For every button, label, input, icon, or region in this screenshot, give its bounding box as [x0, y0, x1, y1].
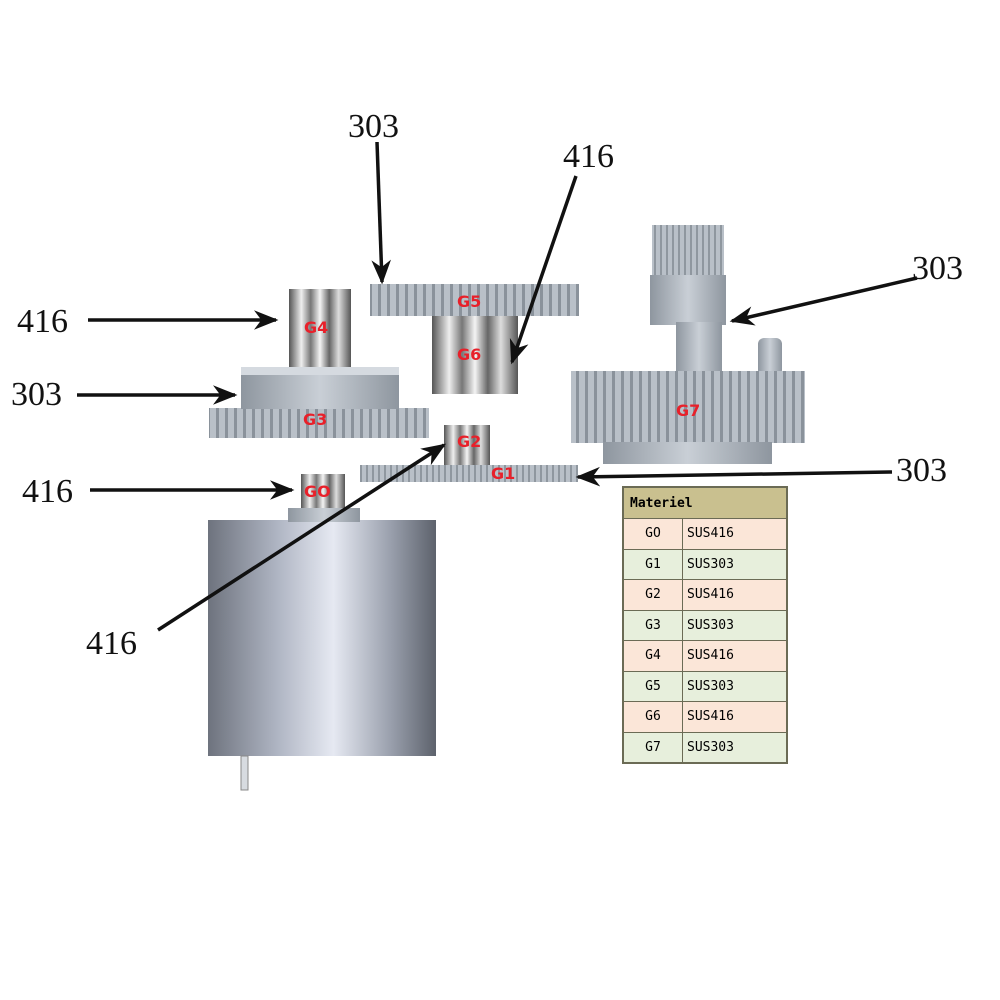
arrow-right-g7	[729, 276, 918, 326]
gear-g2	[444, 425, 490, 465]
label-g3: G3	[303, 410, 327, 429]
material-table-header-row: Materiel	[622, 486, 788, 519]
callout-bottom-g2: 416	[86, 625, 137, 662]
table-cell-gear: G1	[622, 548, 683, 580]
label-g7: G7	[676, 401, 700, 420]
table-cell-material: SUS303	[682, 731, 788, 764]
gear-g6	[432, 316, 518, 394]
callout-arrows	[77, 141, 918, 632]
table-cell-gear: G4	[622, 640, 683, 672]
label-g4: G4	[304, 318, 328, 337]
table-cell-gear: G5	[622, 670, 683, 702]
table-row: G7 SUS303	[622, 731, 788, 764]
motor-shaft	[240, 755, 249, 791]
table-row: G1 SUS303	[622, 548, 788, 580]
label-g0: GO	[304, 482, 331, 501]
callout-top-right-upper: 416	[563, 138, 614, 175]
table-cell-material: SUS416	[682, 701, 788, 733]
material-table-header: Materiel	[622, 486, 788, 519]
motor	[208, 508, 436, 791]
gear-g7	[571, 225, 805, 464]
gear-g3	[209, 367, 429, 438]
arrow-right-g1	[575, 466, 893, 487]
table-row: G5 SUS303	[622, 670, 788, 702]
label-g2: G2	[457, 432, 481, 451]
gear-g4	[289, 289, 351, 367]
label-g6: G6	[457, 345, 481, 364]
table-cell-material: SUS416	[682, 640, 788, 672]
table-cell-gear: G3	[622, 609, 683, 641]
gear-g1	[360, 465, 578, 482]
table-cell-material: SUS303	[682, 670, 788, 702]
table-row: GO SUS416	[622, 518, 788, 550]
table-cell-material: SUS303	[682, 548, 788, 580]
label-g5: G5	[457, 292, 481, 311]
table-row: G4 SUS416	[622, 640, 788, 672]
table-cell-material: SUS303	[682, 609, 788, 641]
table-row: G3 SUS303	[622, 609, 788, 641]
callout-left-g4: 416	[17, 303, 68, 340]
table-row: G2 SUS416	[622, 579, 788, 611]
motor-cap	[288, 508, 360, 522]
table-cell-gear: G2	[622, 579, 683, 611]
table-cell-gear: G7	[622, 731, 683, 764]
table-cell-gear: G6	[622, 701, 683, 733]
table-cell-gear: GO	[622, 518, 683, 550]
table-cell-material: SUS416	[682, 579, 788, 611]
motor-body	[208, 520, 436, 756]
callout-top-center: 303	[348, 108, 399, 145]
table-cell-material: SUS416	[682, 518, 788, 550]
callout-right-g7: 303	[912, 250, 963, 287]
label-g1: G1	[491, 464, 515, 483]
callout-left-g3: 303	[11, 376, 62, 413]
gear-g5	[370, 284, 579, 316]
arrow-bottom-g2	[157, 443, 447, 632]
arrow-top-right-upper	[509, 175, 578, 365]
arrow-top-center	[371, 141, 392, 285]
gear-g0	[301, 474, 345, 508]
material-table: Materiel GO SUS416 G1 SUS303 G2 SUS416 G…	[622, 486, 788, 764]
table-row: G6 SUS416	[622, 701, 788, 733]
callout-left-g0: 416	[22, 473, 73, 510]
callout-right-g1: 303	[896, 452, 947, 489]
